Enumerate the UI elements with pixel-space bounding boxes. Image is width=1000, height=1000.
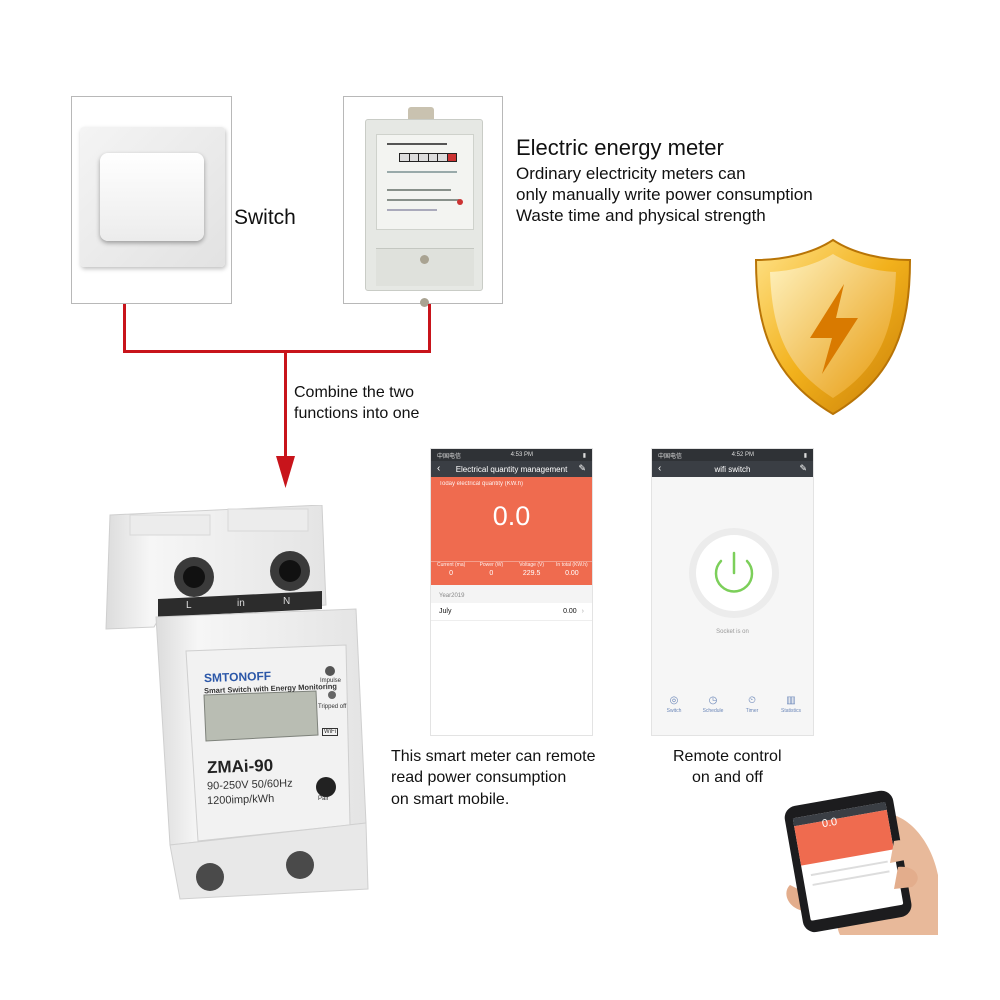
stat-total: In total (KW.h) 0.00 bbox=[556, 562, 588, 577]
wire-center-drop bbox=[284, 350, 287, 460]
device-terminal-in: in bbox=[237, 598, 245, 609]
meter-desc-line-1: Ordinary electricity meters can bbox=[516, 164, 746, 183]
bar-chart-icon: ▥ bbox=[786, 695, 796, 706]
tab-timer[interactable]: ⏲ Timer bbox=[738, 695, 766, 714]
stat-voltage: Voltage (V) 229.5 bbox=[519, 562, 544, 577]
back-arrow-icon[interactable]: ‹ bbox=[437, 463, 441, 474]
switch-icon: ◎ bbox=[669, 695, 679, 706]
device-wifi-label: WiFi bbox=[322, 728, 338, 736]
status-bar: 中国电信 4:52 PM ▮ bbox=[652, 449, 813, 461]
status-carrier: 中国电信 bbox=[658, 453, 683, 460]
nav-bar: ‹ wifi switch ✎ bbox=[652, 461, 813, 477]
switch-caption-line-2: on and off bbox=[692, 769, 763, 786]
tab-statistics[interactable]: ▥ Statistics bbox=[777, 695, 805, 714]
device-tripped-label: Tripped off bbox=[318, 704, 347, 710]
socket-status: Socket is on bbox=[716, 629, 749, 635]
power-icon bbox=[714, 551, 754, 593]
device-model: ZMAi-90 bbox=[206, 755, 274, 778]
switch-rocker bbox=[100, 153, 204, 241]
smart-meter-device bbox=[105, 505, 369, 900]
combine-text-line-2: functions into one bbox=[294, 405, 420, 422]
stat-current: Current (ma) 0 bbox=[436, 562, 466, 577]
month-value: 0.00 bbox=[563, 608, 577, 615]
today-label: Today electrical quantity (KW.h) bbox=[439, 481, 524, 487]
energy-app-screen: 中国电信 4:53 PM ▮ ‹ Electrical quantity man… bbox=[430, 448, 593, 736]
status-carrier: 中国电信 bbox=[437, 453, 462, 460]
device-pair-label: Pair bbox=[318, 796, 329, 802]
shield-lightning-icon bbox=[754, 238, 912, 416]
meter-counter bbox=[399, 153, 457, 162]
status-bar: 中国电信 4:53 PM ▮ bbox=[431, 449, 592, 461]
tab-switch[interactable]: ◎ Switch bbox=[660, 695, 688, 714]
nav-bar: ‹ Electrical quantity management ✎ bbox=[431, 461, 592, 477]
status-time: 4:53 PM bbox=[510, 452, 534, 458]
meter-face bbox=[376, 134, 474, 230]
energy-caption-line-2: read power consumption bbox=[391, 769, 567, 786]
switch-caption-line-1: Remote control bbox=[673, 748, 782, 765]
meter-body bbox=[365, 119, 483, 307]
device-terminal-n: N bbox=[283, 596, 291, 607]
edit-icon[interactable]: ✎ bbox=[578, 463, 586, 473]
nav-title: Electrical quantity management bbox=[455, 464, 568, 474]
wire-right-drop bbox=[428, 304, 431, 353]
month-label: July bbox=[439, 608, 452, 615]
meter-terminal-cover bbox=[376, 248, 474, 286]
stat-power: Power (W) 0 bbox=[479, 562, 504, 577]
timer-icon: ⏲ bbox=[748, 695, 756, 706]
battery-icon: ▮ bbox=[582, 452, 586, 459]
device-impulse-label: Impulse bbox=[320, 678, 342, 684]
list-item[interactable]: July 0.00 › bbox=[431, 603, 592, 621]
tab-bar: ◎ Switch ◷ Schedule ⏲ Timer ▥ Statistics bbox=[660, 695, 805, 714]
device-brand: SMTONOFF bbox=[203, 668, 272, 686]
meter-heading: Electric energy meter bbox=[516, 135, 724, 160]
meter-desc-line-2: only manually write power consumption bbox=[516, 185, 813, 204]
switch-label: Switch bbox=[234, 206, 296, 229]
battery-icon: ▮ bbox=[803, 452, 807, 459]
switch-plate bbox=[80, 127, 225, 267]
energy-caption-line-1: This smart meter can remote bbox=[391, 748, 596, 765]
back-arrow-icon[interactable]: ‹ bbox=[658, 463, 662, 474]
switch-photo-box bbox=[71, 96, 232, 304]
wire-left-drop bbox=[123, 304, 126, 353]
status-time: 4:52 PM bbox=[731, 452, 755, 458]
hand-holding-phone-image bbox=[784, 790, 938, 935]
edit-icon[interactable]: ✎ bbox=[799, 463, 807, 473]
switch-app-screen: 中国电信 4:52 PM ▮ ‹ wifi switch ✎ Socket is… bbox=[651, 448, 814, 736]
meter-photo-box bbox=[343, 96, 503, 307]
device-spec-line-2: 1200imp/kWh bbox=[206, 792, 275, 808]
wire-horizontal bbox=[123, 350, 431, 353]
meter-desc-line-3: Waste time and physical strength bbox=[516, 206, 766, 225]
chevron-right-icon: › bbox=[581, 608, 584, 615]
energy-caption-line-3: on smart mobile. bbox=[391, 791, 510, 808]
nav-title: wifi switch bbox=[714, 464, 751, 474]
today-value: 0.0 bbox=[492, 501, 531, 531]
combine-text-line-1: Combine the two bbox=[294, 384, 415, 401]
power-button[interactable] bbox=[688, 527, 780, 619]
stats-row: Current (ma) 0 Power (W) 0 Voltage (V) 2… bbox=[431, 561, 592, 577]
month-value-wrap: 0.00 › bbox=[563, 608, 584, 615]
energy-summary-panel: Today electrical quantity (KW.h) 0.0 Cur… bbox=[431, 477, 592, 585]
arrow-down-icon bbox=[276, 456, 295, 488]
tab-schedule[interactable]: ◷ Schedule bbox=[699, 695, 727, 714]
device-terminal-l: L bbox=[186, 600, 192, 611]
clock-icon: ◷ bbox=[708, 695, 718, 706]
year-label: Year2019 bbox=[431, 585, 592, 603]
